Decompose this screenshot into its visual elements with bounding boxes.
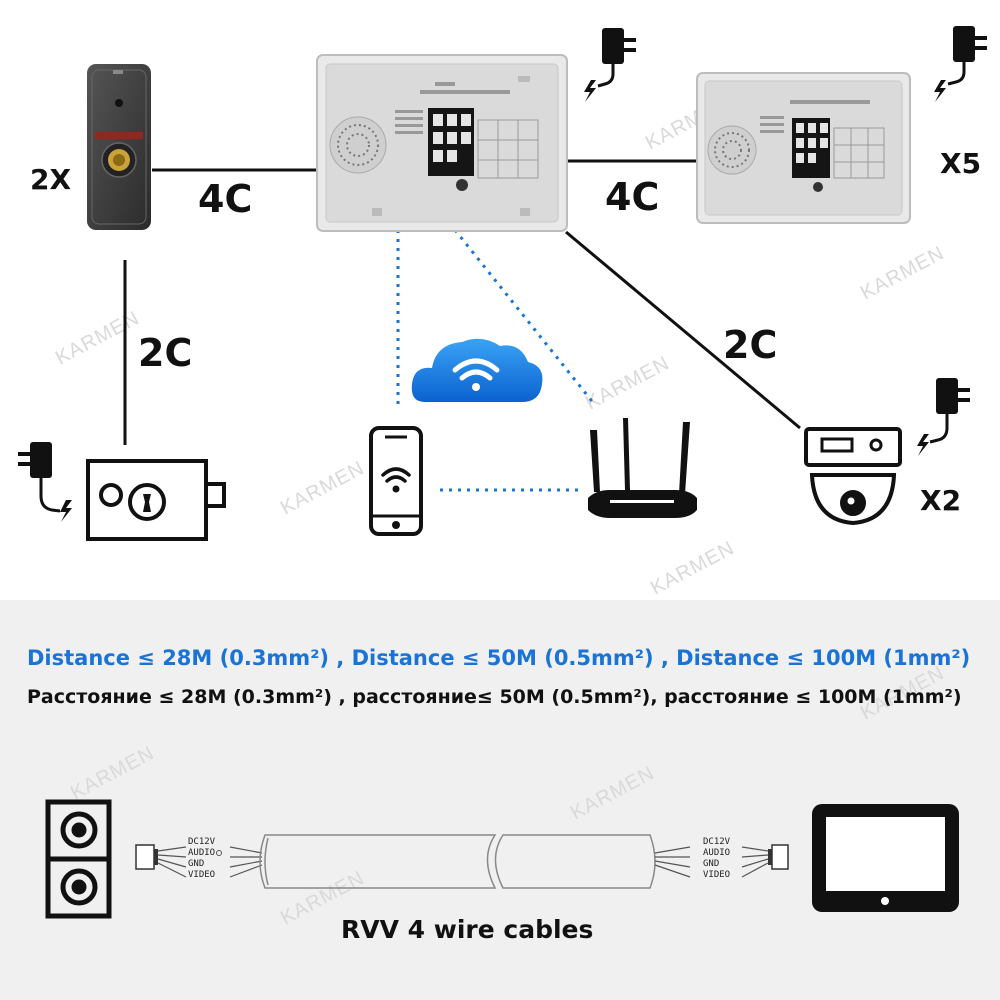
outdoor-unit-icon — [45, 799, 112, 919]
cable-diagram: DC12V AUDIO GND VIDEO DC12V AUDIO GND VI… — [45, 799, 959, 944]
wifi-links — [396, 229, 597, 492]
wire-monitor-camera — [565, 230, 801, 430]
pin-label: GND — [188, 859, 204, 869]
count-camera-label: X2 — [920, 484, 961, 517]
indoor-monitor-extension — [696, 72, 911, 224]
pin-label: DC12V — [703, 837, 731, 847]
pin-label: AUDIO — [703, 848, 730, 858]
pin-label: AUDIO — [188, 848, 215, 858]
pin-label: DC12V — [188, 837, 216, 847]
electric-lock-icon — [86, 459, 226, 541]
watermark: KARMEN — [52, 307, 143, 369]
pin-label: VIDEO — [188, 870, 215, 880]
power-adapter-icon — [917, 378, 970, 456]
count-monitor-label: X5 — [940, 147, 981, 180]
count-outdoor-label: 2X — [30, 163, 71, 196]
wifi-link-router — [453, 229, 597, 406]
cable-connector-left: DC12V AUDIO GND VIDEO — [135, 837, 263, 880]
cable-body — [259, 834, 656, 889]
monitor-icon — [812, 804, 959, 912]
wire-label-2c-left: 2C — [138, 331, 192, 375]
power-adapter-icon — [18, 442, 72, 522]
watermark: KARMEN — [582, 352, 673, 414]
indoor-monitor-main — [316, 54, 568, 232]
wires — [123, 159, 801, 445]
cable-connector-right: DC12V AUDIO GND VIDEO — [654, 837, 789, 880]
dome-camera-icon — [804, 427, 902, 526]
watermark: KARMEN — [647, 537, 738, 599]
wire-label-4c-right: 4C — [605, 175, 659, 219]
spec-panel — [0, 600, 1000, 1000]
smartphone-icon — [369, 426, 423, 536]
watermark: KARMEN — [277, 457, 368, 519]
doorbell-panel-icon — [87, 64, 151, 230]
pin-label: GND — [703, 859, 719, 869]
pin-label: VIDEO — [703, 870, 730, 880]
router-icon — [588, 418, 697, 518]
distance-spec-ru: Расстояние ≤ 28M (0.3mm²) , расстояние≤ … — [27, 686, 962, 708]
power-adapter-icon — [934, 26, 987, 102]
watermark: KARMEN — [857, 242, 948, 304]
cable-caption: RVV 4 wire cables — [341, 915, 593, 944]
wire-label-2c-right: 2C — [723, 323, 777, 367]
wire-label-4c-left: 4C — [198, 177, 252, 221]
distance-spec-en: Distance ≤ 28M (0.3mm²) , Distance ≤ 50M… — [27, 646, 971, 670]
power-adapter-icon — [584, 28, 636, 102]
wifi-cloud-icon — [411, 338, 543, 402]
